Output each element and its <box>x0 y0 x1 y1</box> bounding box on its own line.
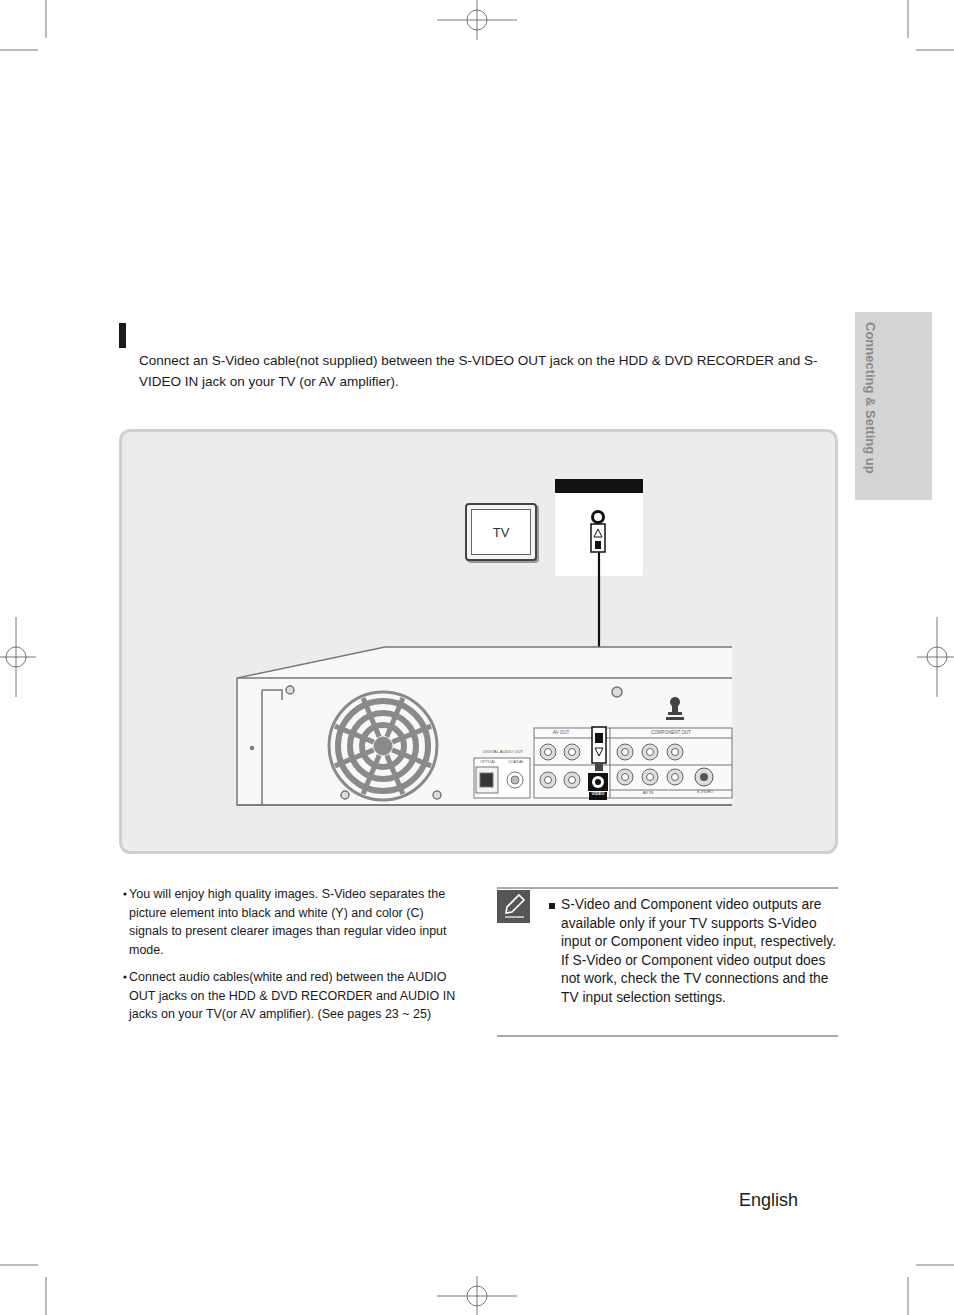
cooling-fan <box>329 692 437 800</box>
rca-jack <box>617 769 633 785</box>
fan-spoke <box>392 726 431 742</box>
port-group-label: DIGITAL AUDIO OUT <box>475 750 531 755</box>
section-tab: Connecting & Setting up <box>862 322 877 492</box>
tv-label: TV <box>471 509 531 555</box>
rca-jack <box>667 744 683 760</box>
bullet-dot <box>123 975 126 978</box>
note-rule <box>497 888 838 889</box>
page-language: English <box>739 1190 819 1211</box>
port-group-label: AV IN <box>612 791 684 796</box>
bullet-dot <box>123 892 126 895</box>
rca-jack <box>540 772 556 788</box>
fan-spoke <box>387 755 403 794</box>
rca-jacks <box>540 744 683 788</box>
s-video-plug <box>592 727 606 771</box>
rca-jack <box>617 744 633 760</box>
port-group-label: AV OUT <box>536 730 586 735</box>
note-rule <box>497 1036 838 1037</box>
fan-spoke <box>335 750 374 766</box>
tv-set: TV <box>465 503 537 561</box>
ground-terminal <box>666 697 684 720</box>
fan-spoke <box>363 698 379 737</box>
intro-text: Connect an S-Video cable(not supplied) b… <box>139 350 829 392</box>
fan-spoke <box>387 698 403 737</box>
jack-panel <box>474 728 732 798</box>
side-tab <box>855 312 932 500</box>
port-group-label: COMPONENT OUT <box>612 730 730 735</box>
port-label: COAXIAL <box>504 760 528 764</box>
rca-jack <box>642 769 658 785</box>
port-label: S-VIDEO <box>690 790 720 795</box>
recorder-rear <box>237 647 732 805</box>
jack-label: VIDEO <box>586 792 610 797</box>
rca-jack <box>564 744 580 760</box>
rca-jack <box>642 744 658 760</box>
rca-jack <box>564 772 580 788</box>
note-pencil-icon <box>497 890 530 923</box>
rca-jack <box>540 744 556 760</box>
s-video-in-jack <box>695 768 713 786</box>
note-square-bullet <box>549 903 555 909</box>
port-label: OPTICAL <box>477 760 499 764</box>
fan-spoke <box>363 755 379 794</box>
bullet-note: Connect audio cables(white and red) betw… <box>129 968 459 1024</box>
bullet-note: You will enjoy high quality images. S-Vi… <box>129 885 459 959</box>
rca-jack <box>667 769 683 785</box>
fan-spoke <box>392 750 431 766</box>
diagram-panel <box>121 431 837 853</box>
heading-bar <box>119 323 126 348</box>
note-text: S-Video and Component video outputs are … <box>561 896 837 1007</box>
fan-spoke <box>335 726 374 742</box>
